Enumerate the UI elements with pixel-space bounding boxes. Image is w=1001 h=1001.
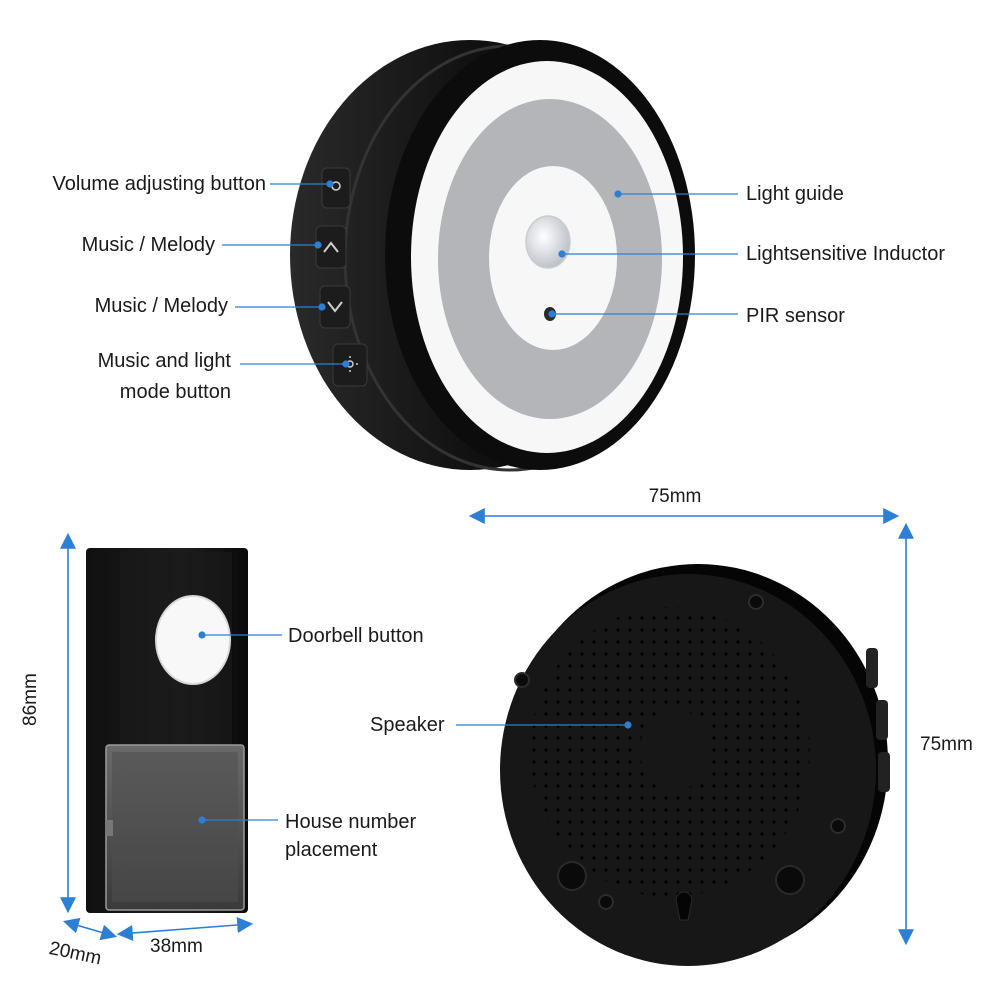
width-arrow: [116, 917, 254, 941]
callout-lines-top: [222, 180, 738, 368]
light-guide-label: Light guide: [746, 183, 844, 205]
transmitter-width-label: 38mm: [150, 936, 203, 957]
melody-up-label: Music / Melody: [81, 234, 215, 256]
back-side-button: [866, 648, 878, 688]
pir-sensor-label: PIR sensor: [746, 305, 845, 327]
side-buttons: [315, 167, 368, 387]
screw: [514, 672, 530, 688]
doorbell-button-label: Doorbell button: [288, 625, 424, 647]
transmitter: [86, 548, 248, 913]
screw: [830, 818, 846, 834]
receiver-dimension-arrows: [468, 508, 914, 946]
house-number-label-line1: House number: [285, 811, 417, 833]
rubber-foot: [557, 861, 587, 891]
rubber-foot: [775, 865, 805, 895]
melody-down-label: Music / Melody: [94, 295, 228, 317]
receiver-height-label: 75mm: [920, 734, 973, 755]
back-side-button: [878, 752, 890, 792]
transmitter-dimension-arrows: [60, 532, 254, 941]
volume-button: [321, 167, 351, 209]
chevron-down-icon: [327, 301, 343, 313]
plate-inner: [112, 752, 238, 902]
plate-clip: [105, 820, 113, 836]
light-inductor-dome: [525, 215, 571, 269]
house-number-label-line2: placement: [285, 839, 378, 861]
light-inductor-label: Lightsensitive Inductor: [746, 243, 946, 265]
doorbell-button: [155, 595, 231, 685]
depth-arrow: [62, 917, 118, 941]
mode-button: [332, 343, 368, 387]
chevron-up-icon: [323, 241, 339, 253]
mode-button-label-line1: Music and light: [97, 350, 231, 372]
speaker-center: [640, 710, 712, 790]
back-side-button: [876, 700, 888, 740]
callout-lines-speaker: [456, 721, 632, 729]
volume-button-label: Volume adjusting button: [52, 173, 267, 195]
receiver-back: [500, 564, 890, 966]
callout-lines-transmitter: [198, 631, 282, 824]
receiver-width-label: 75mm: [648, 486, 702, 507]
speaker-label: Speaker: [370, 714, 445, 736]
screw: [748, 594, 764, 610]
keyhole-mount: [675, 891, 693, 921]
transmitter-height-label: 86mm: [20, 673, 41, 726]
receiver-front: [290, 40, 695, 472]
mode-button-label-line2: mode button: [119, 381, 231, 403]
screw: [598, 894, 614, 910]
